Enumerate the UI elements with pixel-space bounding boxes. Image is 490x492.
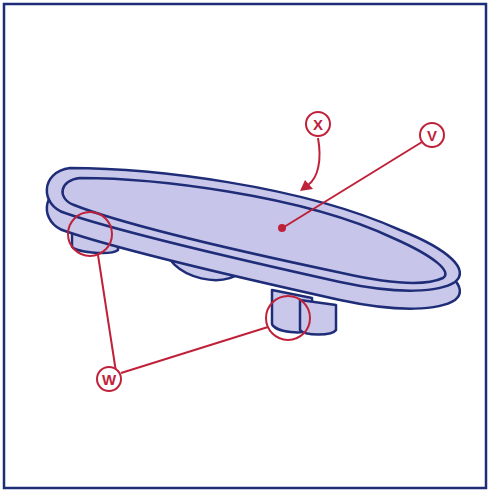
frame	[4, 4, 486, 488]
arrow-head	[300, 180, 313, 191]
leader-dot	[278, 224, 286, 232]
callout-letter: W	[99, 372, 119, 387]
callout-letter: X	[308, 117, 328, 132]
tray-part	[47, 168, 460, 335]
callout-lines	[68, 112, 444, 391]
callout-letter: V	[422, 128, 442, 143]
